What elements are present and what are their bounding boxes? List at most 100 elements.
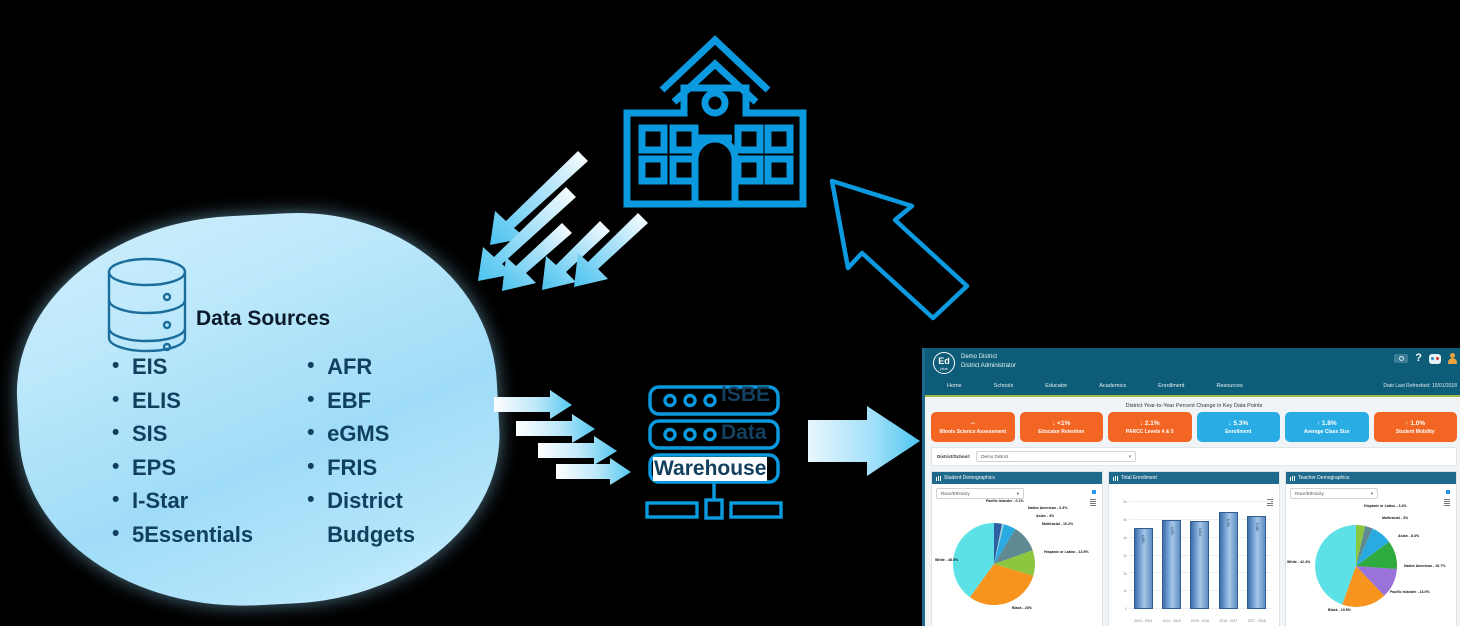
edplus-dashboard[interactable]: Ed plus Demo District District Administr… — [922, 348, 1460, 626]
pie-label-hispanic: Hispanic or Latino - 3.4% — [1364, 504, 1407, 508]
school-building-icon — [600, 28, 830, 223]
kpi-label-2: PARCC Levels 4 & 5 — [1125, 428, 1174, 435]
pie-label-asian: Asian - 8.4% — [1398, 534, 1420, 538]
kpi-card-educator-retention[interactable]: ↓ <1% Educator Retention — [1019, 412, 1103, 442]
kpi-arrow-3: ↓ — [1228, 419, 1232, 427]
district-school-label: District/School: — [937, 454, 971, 459]
pie-label-black: Black - 23% — [1012, 606, 1032, 610]
list-item: eGMS — [305, 416, 415, 451]
kpi-arrow-1: ↓ — [1052, 419, 1056, 427]
pie-label-black: Black - 19.5% — [1328, 608, 1351, 612]
bar-chart-icon — [936, 475, 941, 481]
panel-title: Student Demographics — [944, 475, 995, 481]
last-refreshed-label: Date Last Refreshed: 15/01/2018 — [1383, 383, 1457, 389]
chat-icon[interactable] — [1429, 353, 1441, 364]
panel-header: Student Demographics — [932, 472, 1102, 484]
y-tick-5: 5k — [1123, 518, 1127, 523]
panel-body: Race/Ethnicity ▾ — [1286, 484, 1456, 626]
district-school-selector-row: District/School: Demo District ▾ — [931, 447, 1457, 466]
list-item: ELIS — [110, 383, 253, 418]
kpi-card-parcc-levels[interactable]: ↓ 2.1% PARCC Levels 4 & 5 — [1108, 412, 1192, 442]
race-ethnicity-dropdown[interactable]: Race/Ethnicity ▾ — [1290, 488, 1378, 499]
nav-item-enrollment[interactable]: Enrollment — [1158, 383, 1185, 389]
bar-2015-2016[interactable]: 4,800 — [1190, 521, 1210, 609]
x-axis-labels: 2013 - 2014 2014 - 2015 2015 - 2016 2016… — [1129, 619, 1271, 623]
data-sources-column-right: AFR EBF eGMS FRIS District Budgets — [305, 349, 416, 551]
server-rack-icon — [645, 385, 790, 539]
menu-icon[interactable] — [1444, 499, 1450, 506]
dashboard-panel-group: Student Demographics Race/Ethnicity ▾ — [931, 471, 1457, 626]
district-identity: Demo District District Administrator — [961, 353, 1016, 371]
panel-title: Teacher Demographics — [1298, 475, 1350, 481]
flow-arrow-to-dashboard — [805, 402, 925, 487]
kpi-card-illinois-science-assessment[interactable]: -- Illinois Science Assessment — [931, 412, 1015, 442]
pie-label-pacific-islander: Pacific Islander - 13.0% — [1390, 590, 1430, 594]
bar-2014-2015[interactable]: 4,870 — [1162, 520, 1182, 609]
user-avatar-icon[interactable] — [1448, 353, 1457, 364]
kpi-arrow-5: ↑ — [1405, 419, 1409, 427]
panel-header: Teacher Demographics — [1286, 472, 1456, 484]
x-label-4: 2017 - 2018 — [1247, 619, 1266, 623]
panel-student-demographics: Student Demographics Race/Ethnicity ▾ — [931, 471, 1103, 626]
bar-value-2: 4,800 — [1197, 528, 1202, 537]
bar-2016-2017[interactable]: 5,350 — [1218, 511, 1238, 609]
chevron-down-icon: ▾ — [1016, 490, 1019, 496]
menu-icon[interactable] — [1090, 499, 1096, 506]
bar-chart-icon — [1290, 475, 1295, 481]
help-icon[interactable]: ? — [1415, 352, 1422, 364]
diagonal-arrows-group — [470, 145, 660, 325]
kpi-card-average-class-size[interactable]: ↑ 1.8% Average Class Size — [1285, 412, 1369, 442]
list-item: EBF — [305, 383, 415, 418]
list-item: District — [305, 483, 415, 518]
nav-item-educator[interactable]: Educator — [1045, 383, 1068, 389]
data-sources-title: Data Sources — [196, 307, 331, 330]
kpi-label-1: Educator Retention — [1038, 428, 1085, 435]
nav-item-academics[interactable]: Academics — [1099, 383, 1127, 389]
y-tick-3: 3k — [1123, 553, 1127, 558]
nav-item-schools[interactable]: Schools — [993, 383, 1014, 389]
database-icon — [104, 255, 190, 360]
isbe-data-warehouse: ISBE Data Warehouse — [645, 383, 790, 535]
list-item: FRIS — [305, 450, 415, 485]
pie-label-white: White - 48.5% — [935, 558, 959, 562]
kpi-card-enrollment[interactable]: ↓ 5.3% Enrollment — [1196, 412, 1280, 442]
kpi-label-3: Enrollment — [1225, 428, 1252, 435]
list-item: Budgets — [327, 521, 416, 547]
bar-2013-2014[interactable]: 4,450 — [1133, 527, 1153, 609]
district-school-value: Demo District — [981, 454, 1009, 459]
kpi-card-student-mobility[interactable]: ↑ 1.0% Student Mobility — [1373, 412, 1457, 442]
pie-label-hispanic: Hispanic or Latino - 13.9% — [1044, 550, 1089, 554]
feedback-arrow-icon — [815, 168, 990, 338]
bar-2017-2018[interactable]: 5,080 — [1247, 516, 1267, 609]
kpi-value-3: 5.3% — [1233, 419, 1249, 427]
list-item: EIS — [110, 349, 253, 384]
race-ethnicity-value: Race/Ethnicity — [1295, 491, 1324, 496]
data-sources-lists: EIS ELIS SIS EPS I-Star 5Essentials AFR … — [110, 349, 490, 551]
kpi-section-title: District Year-to-Year Percent Change in … — [1125, 403, 1263, 409]
bar-value-1: 4,870 — [1169, 526, 1174, 536]
race-ethnicity-dropdown[interactable]: Race/Ethnicity ▾ — [936, 488, 1024, 499]
list-item: I-Star — [110, 483, 253, 518]
y-tick-1: 1k — [1123, 589, 1127, 594]
district-school-dropdown[interactable]: Demo District ▾ — [976, 451, 1137, 462]
header-icon-group: ? — [1394, 353, 1457, 364]
kpi-arrow-2: ↓ — [1139, 419, 1144, 427]
bar-value-0: 4,450 — [1141, 534, 1146, 543]
dashboard-nav[interactable]: Home Schools Educator Academics Enrollme… — [925, 378, 1460, 397]
kpi-value-5: 1.0% — [1410, 419, 1426, 427]
kpi-label-5: Student Mobility — [1395, 428, 1435, 435]
y-tick-4: 4k — [1123, 535, 1127, 540]
kpi-value-4: 1.8% — [1321, 419, 1337, 427]
chevron-down-icon: ▾ — [1128, 453, 1132, 460]
nav-item-home[interactable]: Home — [947, 383, 962, 389]
legend-toggle-icon[interactable] — [1092, 490, 1096, 494]
race-ethnicity-value: Race/Ethnicity — [941, 491, 970, 496]
bar-value-4: 5,080 — [1254, 523, 1259, 532]
teacher-demographics-pie: White - 42.4% Black - 19.5% Pacific Isla… — [1286, 502, 1456, 617]
total-enrollment-bar-chart: 0 1k 2k 3k 4k 5k 6k 4,450 4,870 4,800 — [1113, 500, 1275, 625]
legend-toggle-icon[interactable] — [1446, 490, 1450, 494]
nav-item-resources[interactable]: Resources — [1216, 383, 1243, 389]
search-icon[interactable] — [1394, 354, 1409, 363]
pie-label-asian: Asian - 4% — [1036, 514, 1055, 518]
kpi-label-0: Illinois Science Assessment — [939, 428, 1007, 435]
